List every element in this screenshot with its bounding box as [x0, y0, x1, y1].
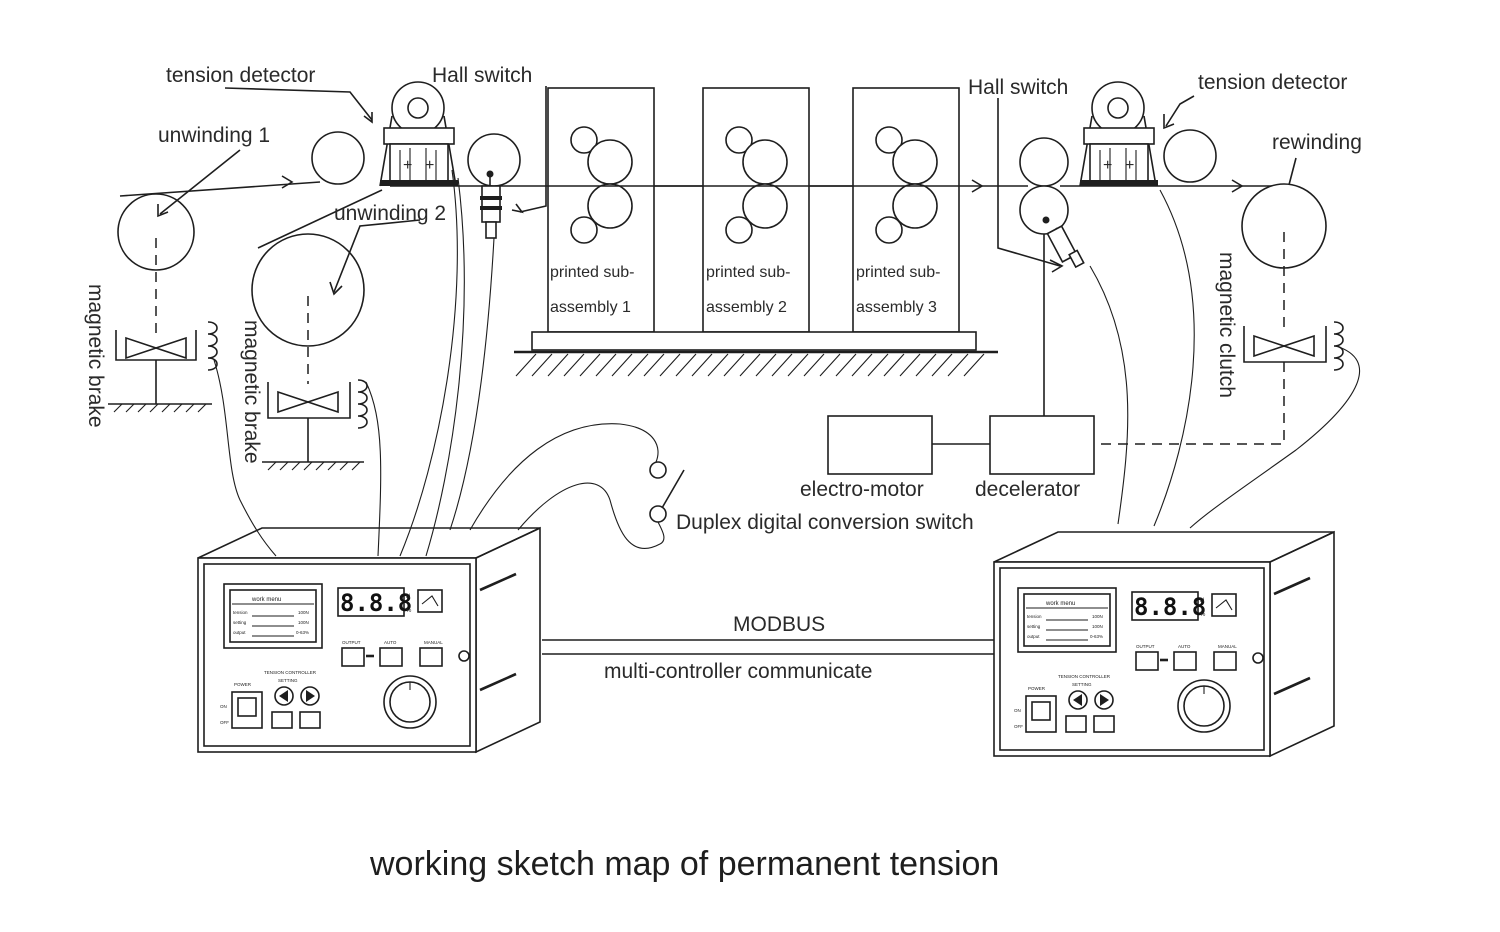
c2-screen-title: work menu: [1045, 601, 1075, 607]
c2-mode-switch-icon[interactable]: [1211, 593, 1237, 617]
c2-row-3-label: output: [1027, 634, 1040, 639]
label-electro-motor: electro-motor: [800, 478, 924, 501]
svg-text:+: +: [1125, 157, 1134, 174]
rewinding-roll: [1241, 183, 1327, 330]
svg-text:+: +: [425, 157, 434, 174]
hall-switch-right-sensor: [997, 98, 1085, 273]
c2-on-label: ON: [1014, 708, 1021, 713]
magnetic-brake-1: [108, 321, 218, 413]
c1-row-2-value: 100N: [298, 620, 309, 625]
magnetic-brake-2: [262, 379, 368, 471]
guide-roller-left-1: [311, 131, 365, 185]
label-printed-1-line2: assembly 1: [550, 299, 631, 316]
c1-output-button[interactable]: [341, 647, 365, 667]
printing-units: [514, 87, 998, 377]
label-magnetic-brake-2: magnetic brake: [240, 320, 263, 464]
c2-output-button[interactable]: [1135, 651, 1159, 671]
c2-mode-manual: MANUAL: [1218, 644, 1237, 649]
c1-mode-output: OUTPUT: [342, 640, 361, 645]
c1-key-1[interactable]: [271, 711, 293, 729]
decelerator-box: [989, 415, 1095, 475]
label-unwinding-2: unwinding 2: [334, 202, 446, 225]
magnetic-clutch: [1094, 321, 1344, 445]
c1-unit-pct: %: [406, 608, 412, 614]
c2-unit-n: N: [1200, 598, 1204, 604]
c1-row-1-value: 100N: [298, 610, 309, 615]
c2-mode-auto: AUTO: [1178, 644, 1191, 649]
c1-mode-switch-icon[interactable]: [417, 589, 443, 613]
c1-mode-auto: AUTO: [384, 640, 397, 645]
c2-auto-button[interactable]: [1173, 651, 1197, 671]
label-magnetic-clutch: magnetic clutch: [1215, 252, 1238, 398]
c2-name-plate: TENSION CONTROLLER: [1058, 674, 1111, 679]
svg-text:+: +: [1103, 157, 1112, 174]
tension-detector-left: + +: [379, 81, 458, 187]
label-unwinding-1: unwinding 1: [158, 124, 270, 147]
label-decelerator: decelerator: [975, 478, 1080, 501]
diagram-title: working sketch map of permanent tension: [369, 845, 999, 883]
c2-setting-label: SETTING: [1072, 682, 1092, 687]
c2-key-2[interactable]: [1093, 715, 1115, 733]
c2-power-label: POWER: [1028, 686, 1046, 691]
c1-unit-n: N: [406, 594, 410, 600]
label-multi-controller: multi-controller communicate: [604, 660, 872, 683]
hall-switch-left-sensor: [480, 86, 547, 239]
label-printed-2-line1: printed sub-: [706, 264, 791, 281]
c1-row-3-value: 0-63%: [296, 630, 309, 635]
cables: [213, 169, 1361, 557]
controller-1[interactable]: work menu tension 100N setting 100N outp…: [197, 526, 541, 754]
c1-off-label: OFF: [220, 720, 229, 725]
unwinding-1-roll: [117, 193, 195, 340]
label-tension-detector-right: tension detector: [1198, 71, 1347, 94]
hall-sensor-dot-right: [1042, 216, 1050, 224]
c2-mode-output: OUTPUT: [1136, 644, 1155, 649]
c1-screen-title: work menu: [251, 597, 281, 603]
label-printed-3-line2: assembly 3: [856, 299, 937, 316]
c2-row-1-label: tension: [1027, 614, 1042, 619]
controller-2[interactable]: work menu tension 100N setting 100N outp…: [993, 530, 1335, 758]
c2-row-1-value: 100N: [1092, 614, 1103, 619]
c2-row-3-value: 0-63%: [1090, 634, 1103, 639]
c1-setting-label: SETTING: [278, 678, 298, 683]
label-printed-1-line1: printed sub-: [550, 264, 635, 281]
label-tension-detector-left: tension detector: [166, 64, 315, 87]
guide-roller-right: [1163, 129, 1217, 183]
c1-manual-button[interactable]: [419, 647, 443, 667]
label-hall-switch-right: Hall switch: [968, 76, 1068, 99]
hall-sensor-dot-left: [486, 170, 494, 178]
label-rewinding: rewinding: [1272, 131, 1362, 154]
duplex-switch: [649, 461, 685, 523]
c2-off-label: OFF: [1014, 724, 1023, 729]
c1-name-plate: TENSION CONTROLLER: [264, 670, 317, 675]
guide-roller-left-2: [467, 133, 521, 187]
c1-row-3-label: output: [233, 630, 246, 635]
label-modbus: MODBUS: [733, 613, 825, 636]
c1-mode-manual: MANUAL: [424, 640, 443, 645]
svg-text:+: +: [403, 157, 412, 174]
c1-key-2[interactable]: [299, 711, 321, 729]
c2-row-2-value: 100N: [1092, 624, 1103, 629]
tension-detector-right: + +: [1079, 81, 1158, 187]
label-hall-switch-left: Hall switch: [432, 64, 532, 87]
c1-power-label: POWER: [234, 682, 252, 687]
unwinding-2-roll: [251, 233, 365, 384]
c2-row-2-label: setting: [1027, 624, 1041, 629]
label-printed-2-line2: assembly 2: [706, 299, 787, 316]
c1-auto-button[interactable]: [379, 647, 403, 667]
c2-manual-button[interactable]: [1213, 651, 1237, 671]
c2-unit-pct: %: [1200, 612, 1206, 618]
c1-row-2-label: setting: [233, 620, 247, 625]
label-duplex-switch: Duplex digital conversion switch: [676, 511, 974, 534]
electro-motor-box: [827, 415, 933, 475]
c1-on-label: ON: [220, 704, 227, 709]
label-printed-3-line1: printed sub-: [856, 264, 941, 281]
c2-key-1[interactable]: [1065, 715, 1087, 733]
c1-row-1-label: tension: [233, 610, 248, 615]
nip-roller-right-top: [1019, 137, 1069, 187]
label-magnetic-brake-1: magnetic brake: [84, 284, 107, 428]
